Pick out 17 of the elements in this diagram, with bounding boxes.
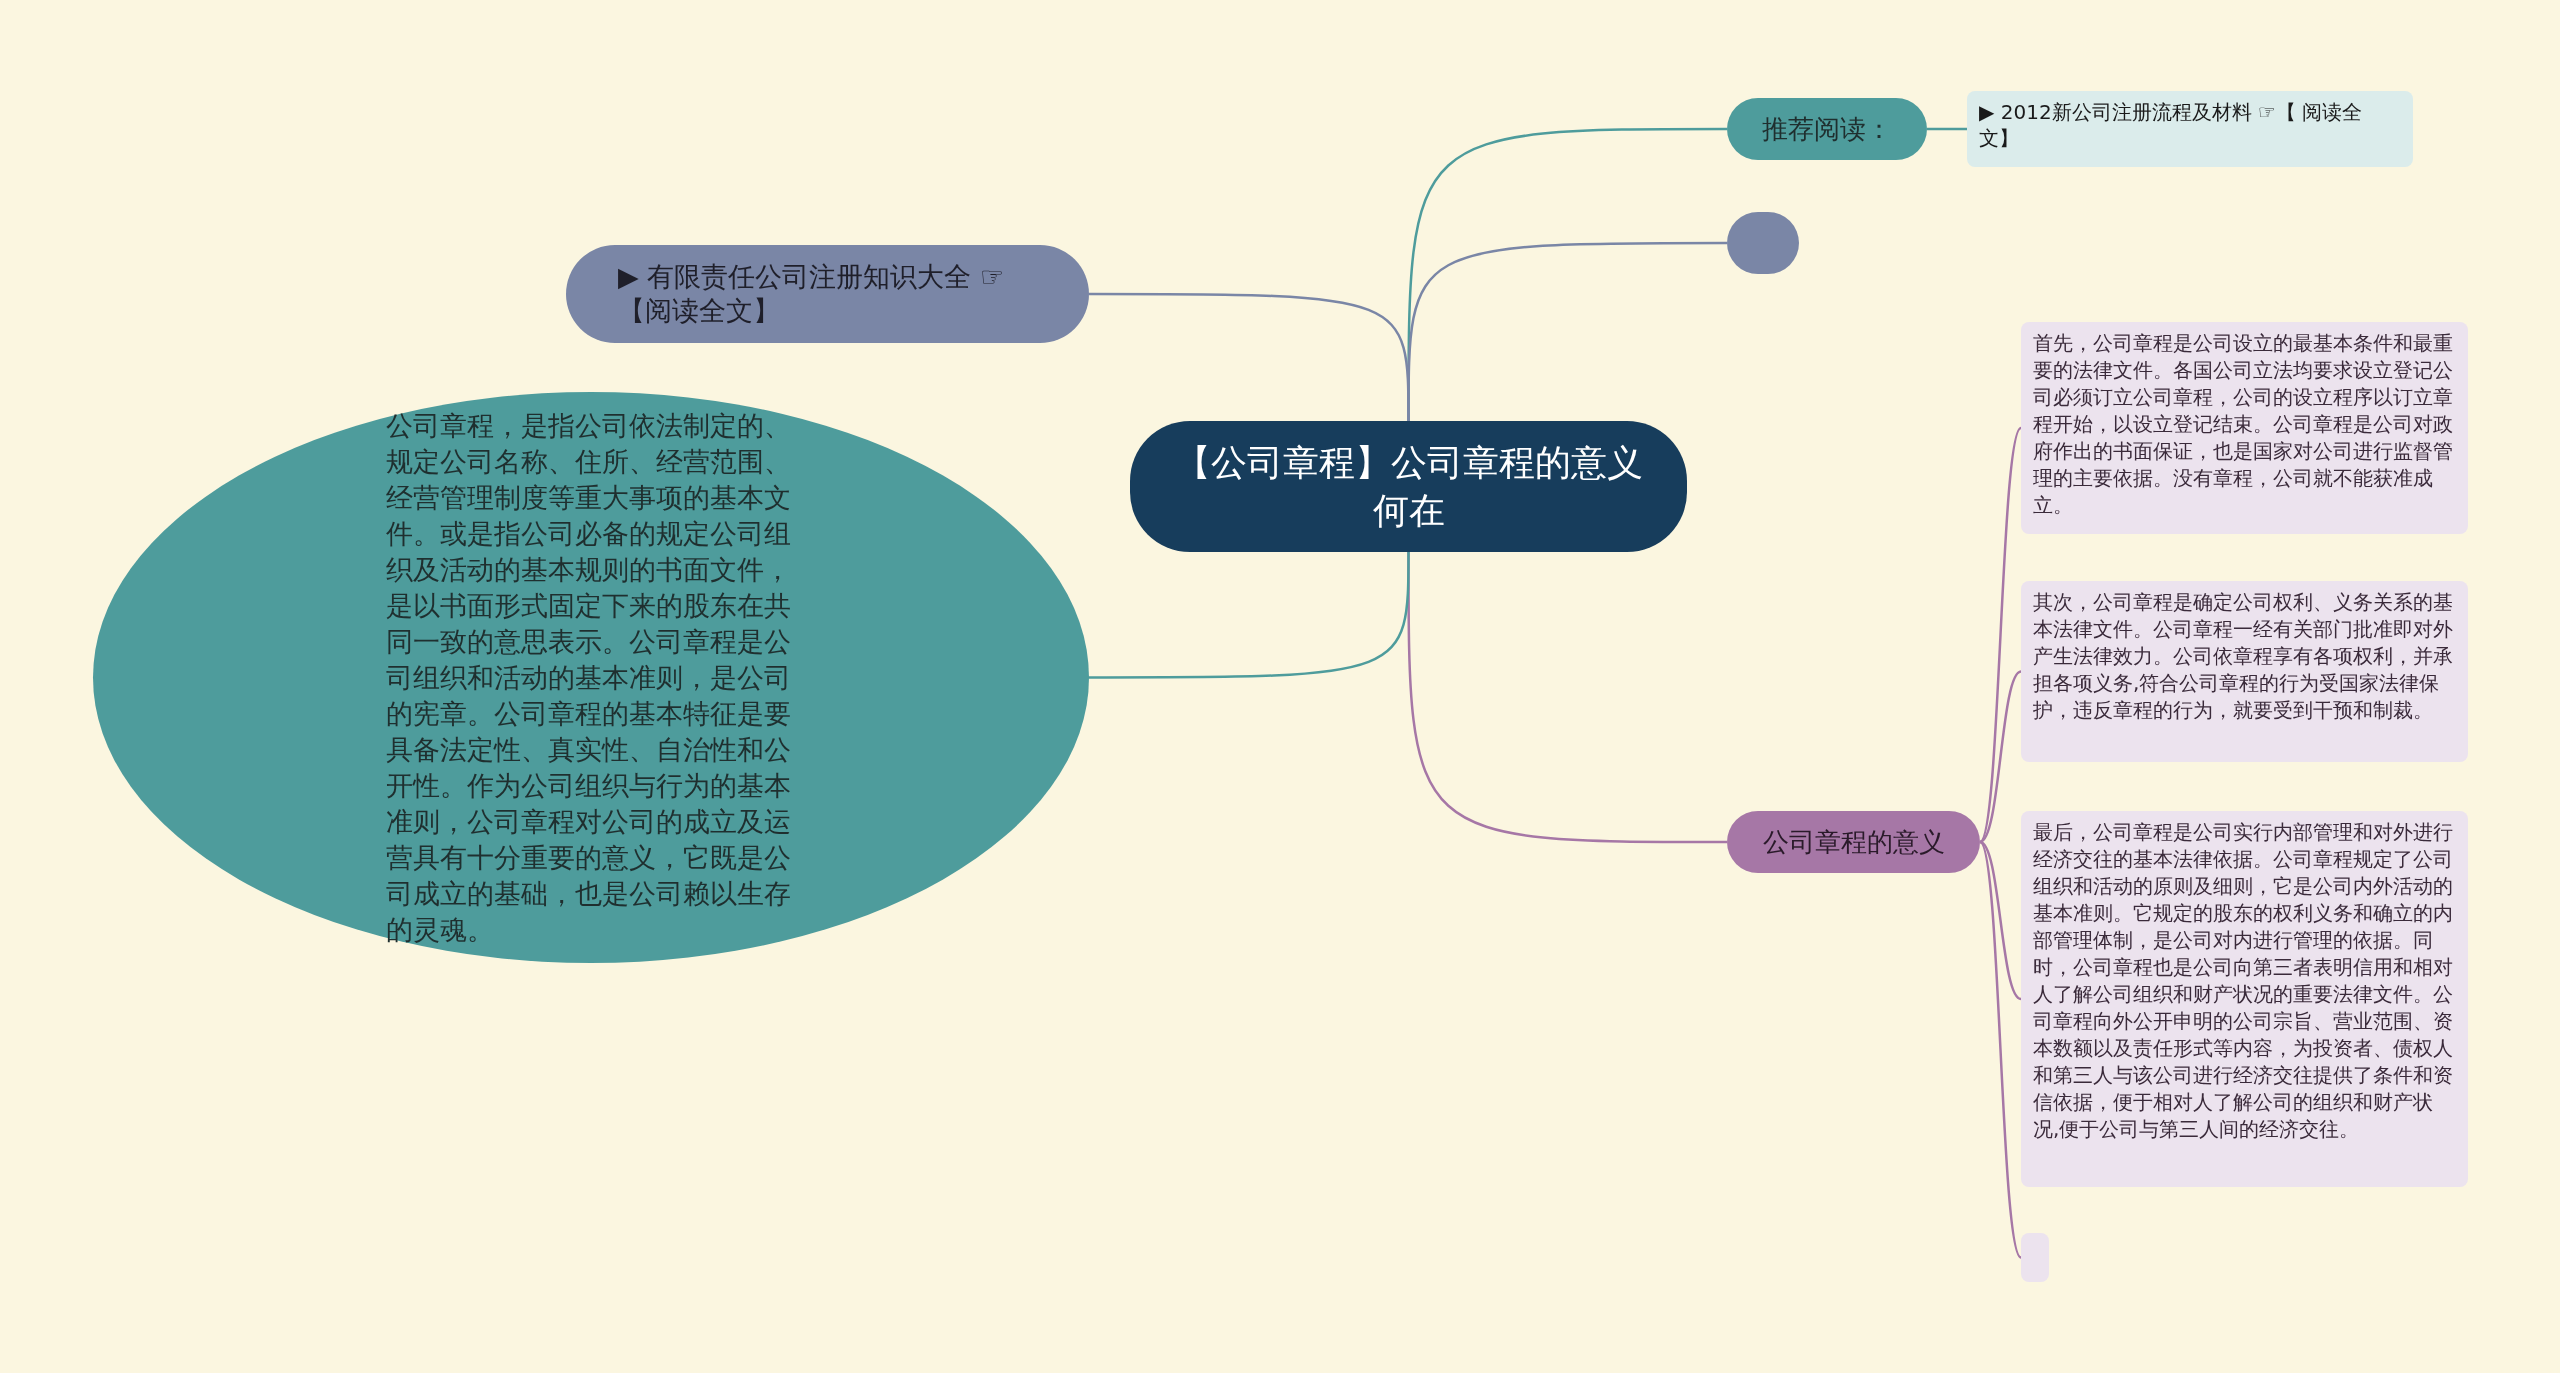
text-note: 其次，公司章程是确定公司权利、义务关系的基本法律文件。公司章程一经有关部门批准即对外产生法律效力。公司依章程享有各项权利，并承担各项义务,符合公司章程的行为受国家法律保护，违反章程的行为，就要受到干预和制裁。 bbox=[2021, 581, 2468, 762]
connector-line bbox=[1089, 552, 1410, 679]
connector-line bbox=[1927, 127, 1967, 131]
connector-line bbox=[1089, 292, 1410, 421]
text-bubble: 公司章程，是指公司依法制定的、规定公司名称、住所、经营范围、经营管理制度等重大事项的基本文件。或是指公司必备的规定公司组织及活动的基本规则的书面文件，是以书面形式固定下来的股东在共同一致的意思表示。公司章程是公司组织和活动的基本准则，是公司的宪章。公司章程的基本特征是要具备法定性、真实性、自治性和公开性。作为公司组织与行为的基本准则，公司章程对公司的成立及运营具有十分重要的意义，它既是公司成立的基础，也是公司赖以生存的灵魂。 bbox=[93, 392, 1089, 963]
link-note: ▶ 2012新公司注册流程及材料 ☞【 阅读全文】 bbox=[1967, 91, 2413, 167]
empty-note bbox=[2021, 1233, 2049, 1282]
link-topic: ▶ 有限责任公司注册知识大全 ☞【阅读全文】 bbox=[566, 245, 1089, 343]
central-topic: 【公司章程】公司章程的意义何在 bbox=[1130, 421, 1687, 552]
connector-line bbox=[1979, 670, 2022, 843]
connector-line bbox=[1978, 841, 2023, 1259]
text-note: 首先，公司章程是公司设立的最基本条件和最重要的法律文件。各国公司立法均要求设立登记公司必须订立公司章程，公司的设立程序以订立章程开始，以设立登记结束。公司章程是公司对政府作出的书面保证，也是国家对公司进行监督管理的主要依据。没有章程，公司就不能获准成立。 bbox=[2021, 322, 2468, 534]
connector-line bbox=[1979, 840, 2022, 1001]
branch-topic: 推荐阅读： bbox=[1727, 98, 1927, 160]
connector-line bbox=[1978, 427, 2023, 843]
text-note: 最后，公司章程是公司实行内部管理和对外进行经济交往的基本法律依据。公司章程规定了公司组织和活动的原则及细则，它是公司内外活动的基本准则。它规定的股东的权利义务和确立的内部管理体制，是公司对内进行管理的依据。同时，公司章程也是公司向第三者表明信用和相对人了解公司组织和财产状况的重要法律文件。公司章程向外公开申明的公司宗旨、营业范围、资本数额以及责任形式等内容，为投资者、债权人和第三人与该公司进行经济交往提供了条件和资信依据，便于相对人了解公司的组织和财产状况,便于公司与第三人间的经济交往。 bbox=[2021, 811, 2468, 1187]
branch-topic: 公司章程的意义 bbox=[1727, 811, 1980, 873]
